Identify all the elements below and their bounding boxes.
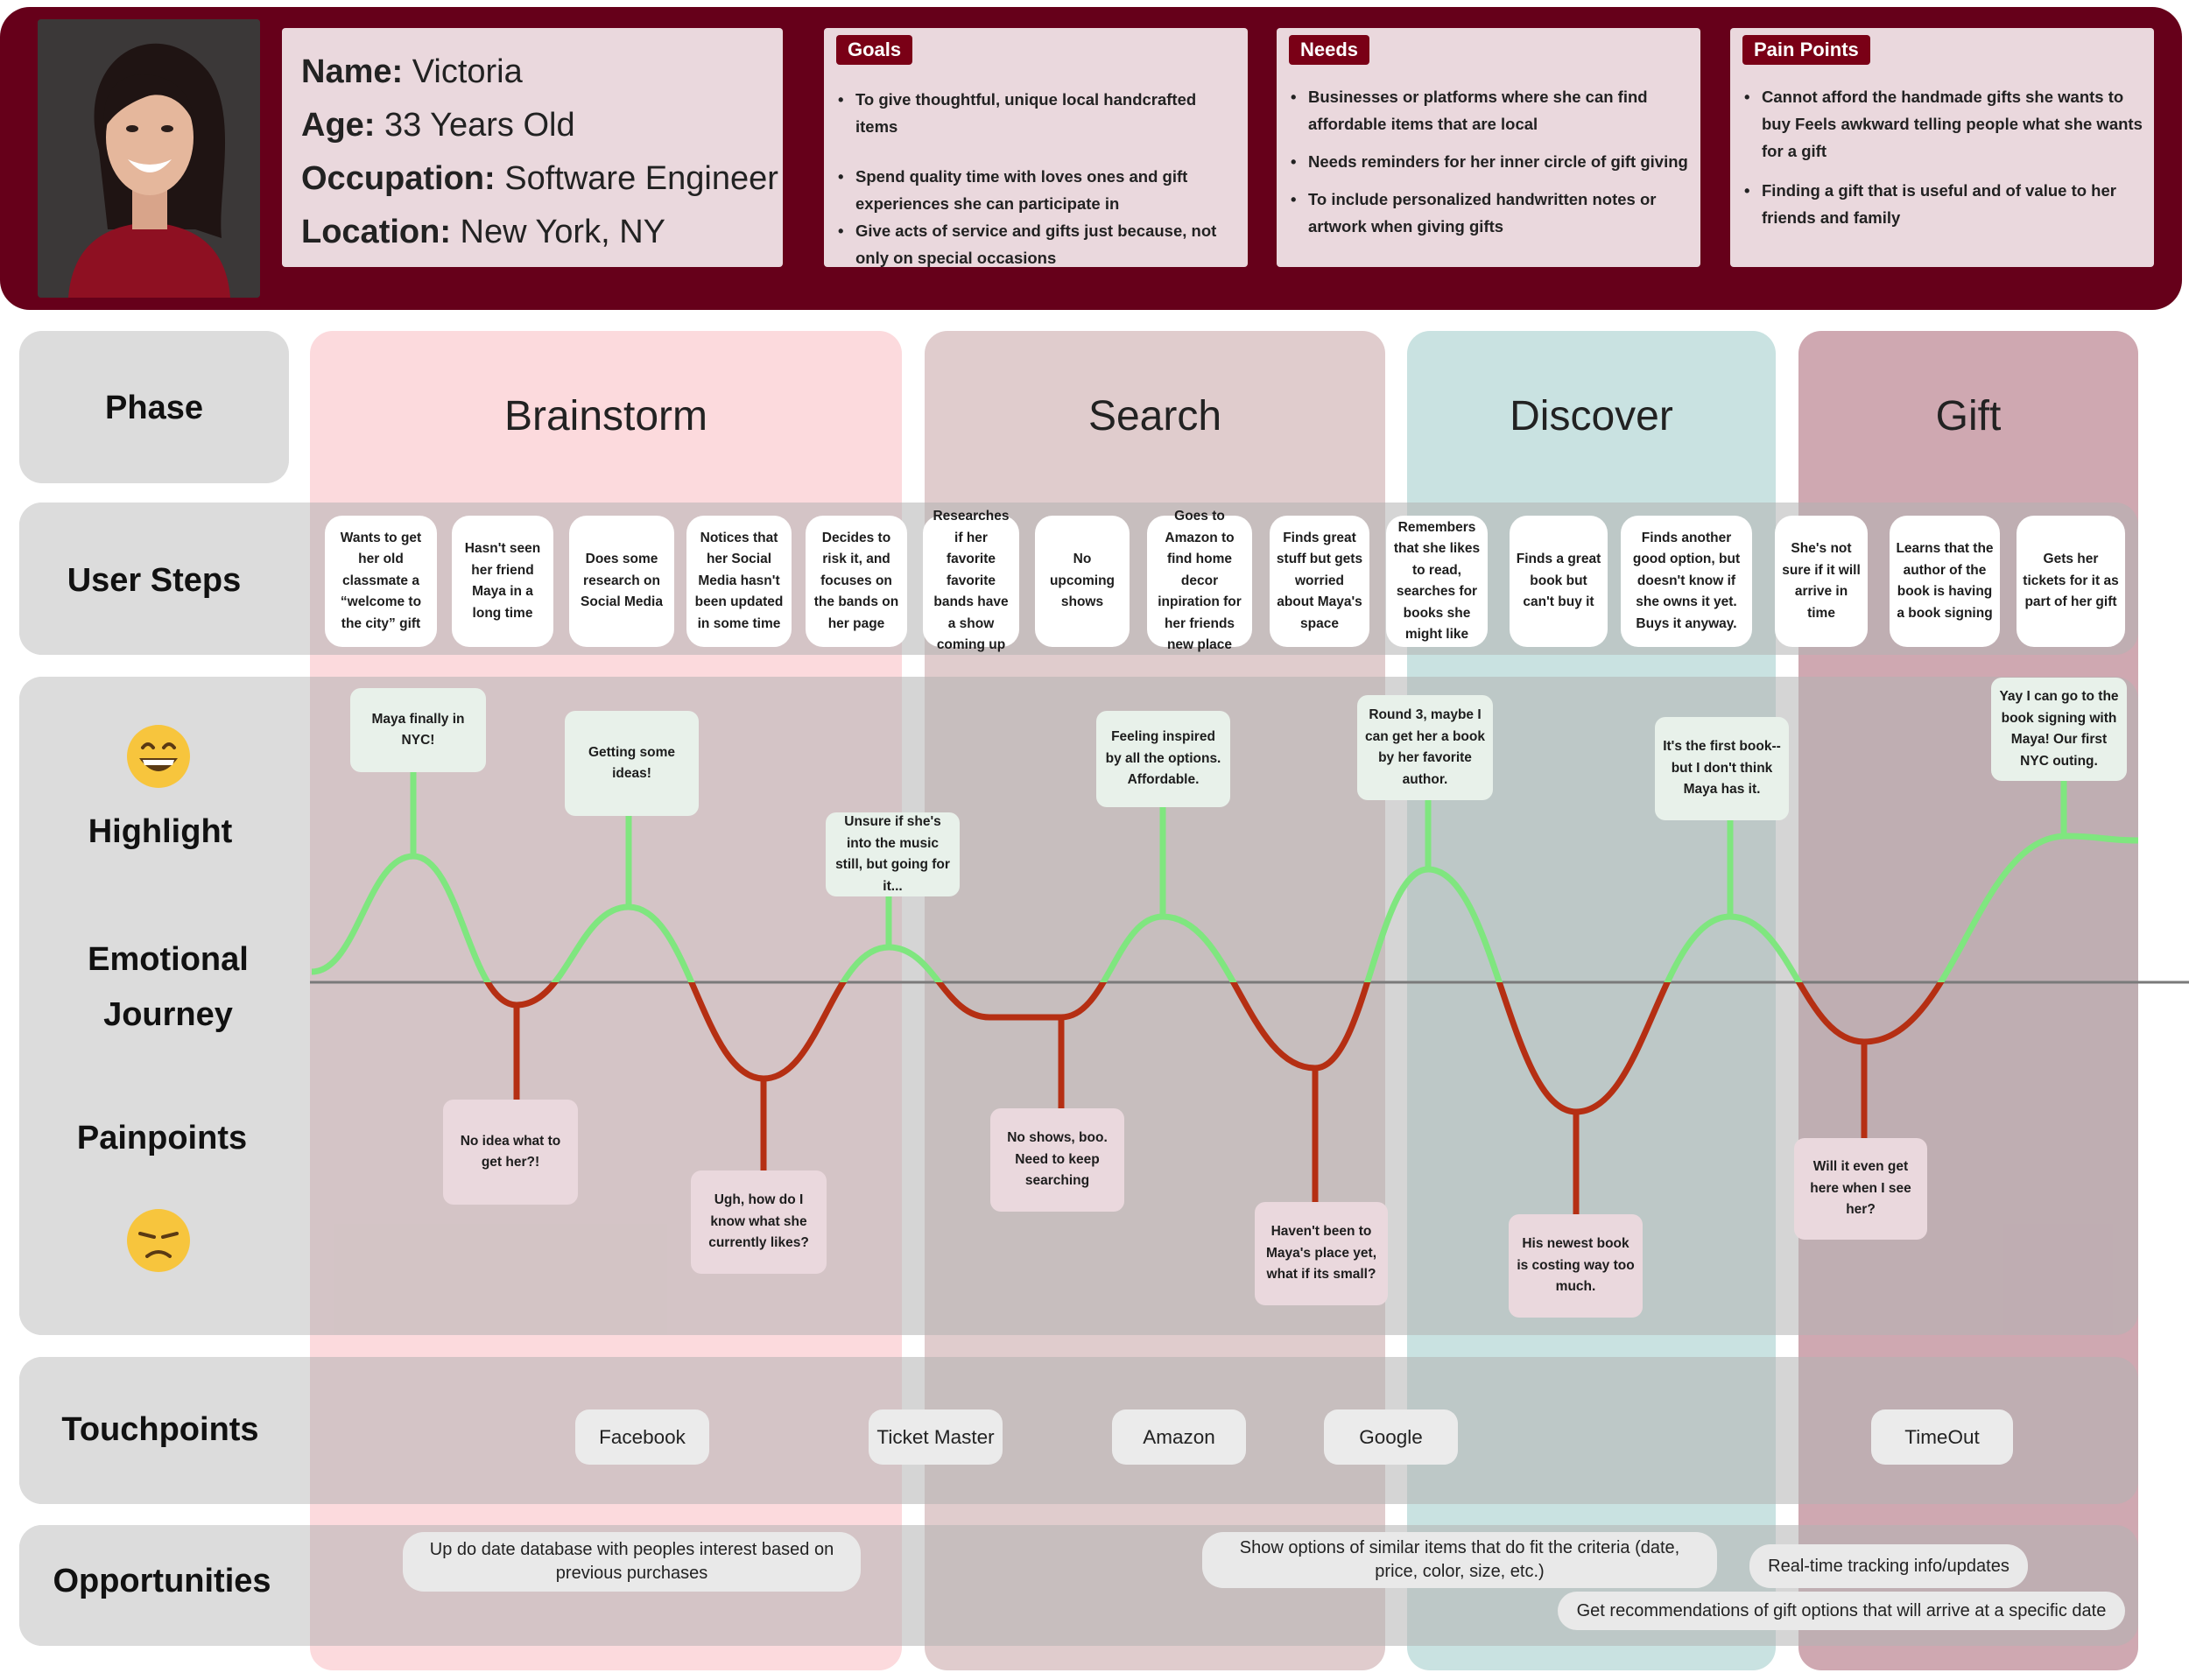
painpoint-note: Will it even get here when I see her? <box>1794 1138 1927 1240</box>
row-label-user-steps: User Steps <box>67 562 242 599</box>
needs-card: Needs Businesses or platforms where she … <box>1277 28 1700 267</box>
grinning-face-icon <box>127 725 190 788</box>
user-step-card: Wants to get her old classmate a “welcom… <box>325 516 437 647</box>
opportunity-note: Real-time tracking info/updates <box>1749 1544 2028 1588</box>
user-step-card: Gets her tickets for it as part of her g… <box>2017 516 2125 647</box>
user-step-card: Finds a great book but can't buy it <box>1510 516 1608 647</box>
user-step-card: Researches if her favorite favorite band… <box>923 509 1019 652</box>
painpoint-note: His newest book is costing way too much. <box>1509 1214 1643 1318</box>
painpoint-note: No shows, boo. Need to keep searching <box>990 1108 1124 1212</box>
row-label-touchpoints: Touchpoints <box>61 1411 259 1448</box>
phase-title-search: Search <box>1087 393 1222 439</box>
goals-card: Goals To give thoughtful, unique local h… <box>824 28 1248 267</box>
need-item: Needs reminders for her inner circle of … <box>1289 148 1692 175</box>
opportunities-label-cell <box>19 1525 310 1646</box>
phase-title-gift: Gift <box>1935 393 2002 439</box>
painpoint-note: No idea what to get her?! <box>443 1100 578 1205</box>
user-step-card: No upcoming shows <box>1035 516 1130 647</box>
goal-item: Spend quality time with loves ones and g… <box>836 163 1239 217</box>
goal-item: To give thoughtful, unique local handcra… <box>836 86 1239 140</box>
user-step-card: Notices that her Social Media hasn't bee… <box>686 516 792 647</box>
highlight-note: Round 3, maybe I can get her a book by h… <box>1357 695 1493 800</box>
opportunity-note: Get recommendations of gift options that… <box>1558 1592 2125 1630</box>
row-label-phase: Phase <box>105 390 203 426</box>
user-step-card: Learns that the author of the book is ha… <box>1890 516 2000 647</box>
pain-points-list: Cannot afford the handmade gifts she wan… <box>1742 83 2150 231</box>
row-label-painpoints: Painpoints <box>76 1120 248 1156</box>
highlight-note: Feeling inspired by all the options. Aff… <box>1096 711 1230 807</box>
row-label-opportunities: Opportunities <box>53 1563 271 1599</box>
highlight-note: Unsure if she's into the music still, bu… <box>826 812 960 896</box>
row-label-highlight: Highlight <box>88 813 233 850</box>
need-item: To include personalized handwritten note… <box>1289 186 1692 240</box>
row-label-emotional-journey: Emotional Journey <box>88 941 249 1033</box>
phase-label-cell <box>19 331 289 483</box>
persona-occupation: Occupation: Software Engineer <box>301 160 778 197</box>
need-item: Businesses or platforms where she can fi… <box>1289 83 1692 137</box>
needs-list: Businesses or platforms where she can fi… <box>1289 83 1692 240</box>
needs-tag: Needs <box>1289 35 1370 65</box>
touchpoint-facebook: Facebook <box>575 1409 709 1465</box>
user-step-card: Finds another good option, but doesn't k… <box>1621 516 1752 647</box>
persona-bio-card: Name: Victoria Age: 33 Years Old Occupat… <box>282 28 783 267</box>
unamused-face-icon <box>127 1209 190 1272</box>
pain-points-tag: Pain Points <box>1742 35 1870 65</box>
user-steps-label-cell <box>19 503 310 655</box>
persona-photo <box>38 19 260 298</box>
user-step-card: Does some research on Social Media <box>569 516 674 647</box>
opportunity-note: Up do date database with peoples interes… <box>403 1532 861 1592</box>
persona-name: Name: Victoria <box>301 53 523 90</box>
persona-age: Age: 33 Years Old <box>301 107 575 144</box>
user-step-card: Decides to risk it, and focuses on the b… <box>806 516 907 647</box>
touchpoint-timeout: TimeOut <box>1871 1409 2013 1465</box>
touchpoint-amazon: Amazon <box>1112 1409 1246 1465</box>
goals-list: To give thoughtful, unique local handcra… <box>836 86 1239 271</box>
painpoint-note: Ugh, how do I know what she currently li… <box>691 1170 827 1274</box>
touchpoints-label-cell <box>19 1357 310 1504</box>
touchpoint-google: Google <box>1324 1409 1458 1465</box>
emotion-curve-positive <box>311 833 2139 982</box>
user-step-card: Finds great stuff but gets worried about… <box>1270 516 1369 647</box>
pain-points-card: Pain Points Cannot afford the handmade g… <box>1730 28 2154 267</box>
user-step-card: Hasn't seen her friend Maya in a long ti… <box>452 516 553 647</box>
goals-tag: Goals <box>836 35 913 65</box>
goal-item: Give acts of service and gifts just beca… <box>836 217 1239 271</box>
highlight-note: Yay I can go to the book signing with Ma… <box>1991 678 2127 781</box>
phase-title-discover: Discover <box>1510 393 1673 439</box>
persona-location: Location: New York, NY <box>301 214 665 250</box>
painpoint-note: Haven't been to Maya's place yet, what i… <box>1255 1202 1388 1305</box>
user-step-card: She's not sure if it will arrive in time <box>1775 516 1868 647</box>
pain-point-item: Cannot afford the handmade gifts she wan… <box>1742 83 2150 165</box>
pain-point-item: Finding a gift that is useful and of val… <box>1742 177 2150 231</box>
highlight-note: Maya finally in NYC! <box>350 688 486 772</box>
user-step-card: Remembers that she likes to read, search… <box>1386 516 1488 647</box>
highlight-note: It's the first book-- but I don't think … <box>1655 717 1789 820</box>
touchpoints-row <box>19 1357 2138 1504</box>
phase-title-brainstorm: Brainstorm <box>503 393 708 439</box>
opportunity-note: Show options of similar items that do fi… <box>1202 1532 1717 1588</box>
touchpoint-ticket-master: Ticket Master <box>869 1409 1003 1465</box>
highlight-note: Getting some ideas! <box>565 711 699 816</box>
